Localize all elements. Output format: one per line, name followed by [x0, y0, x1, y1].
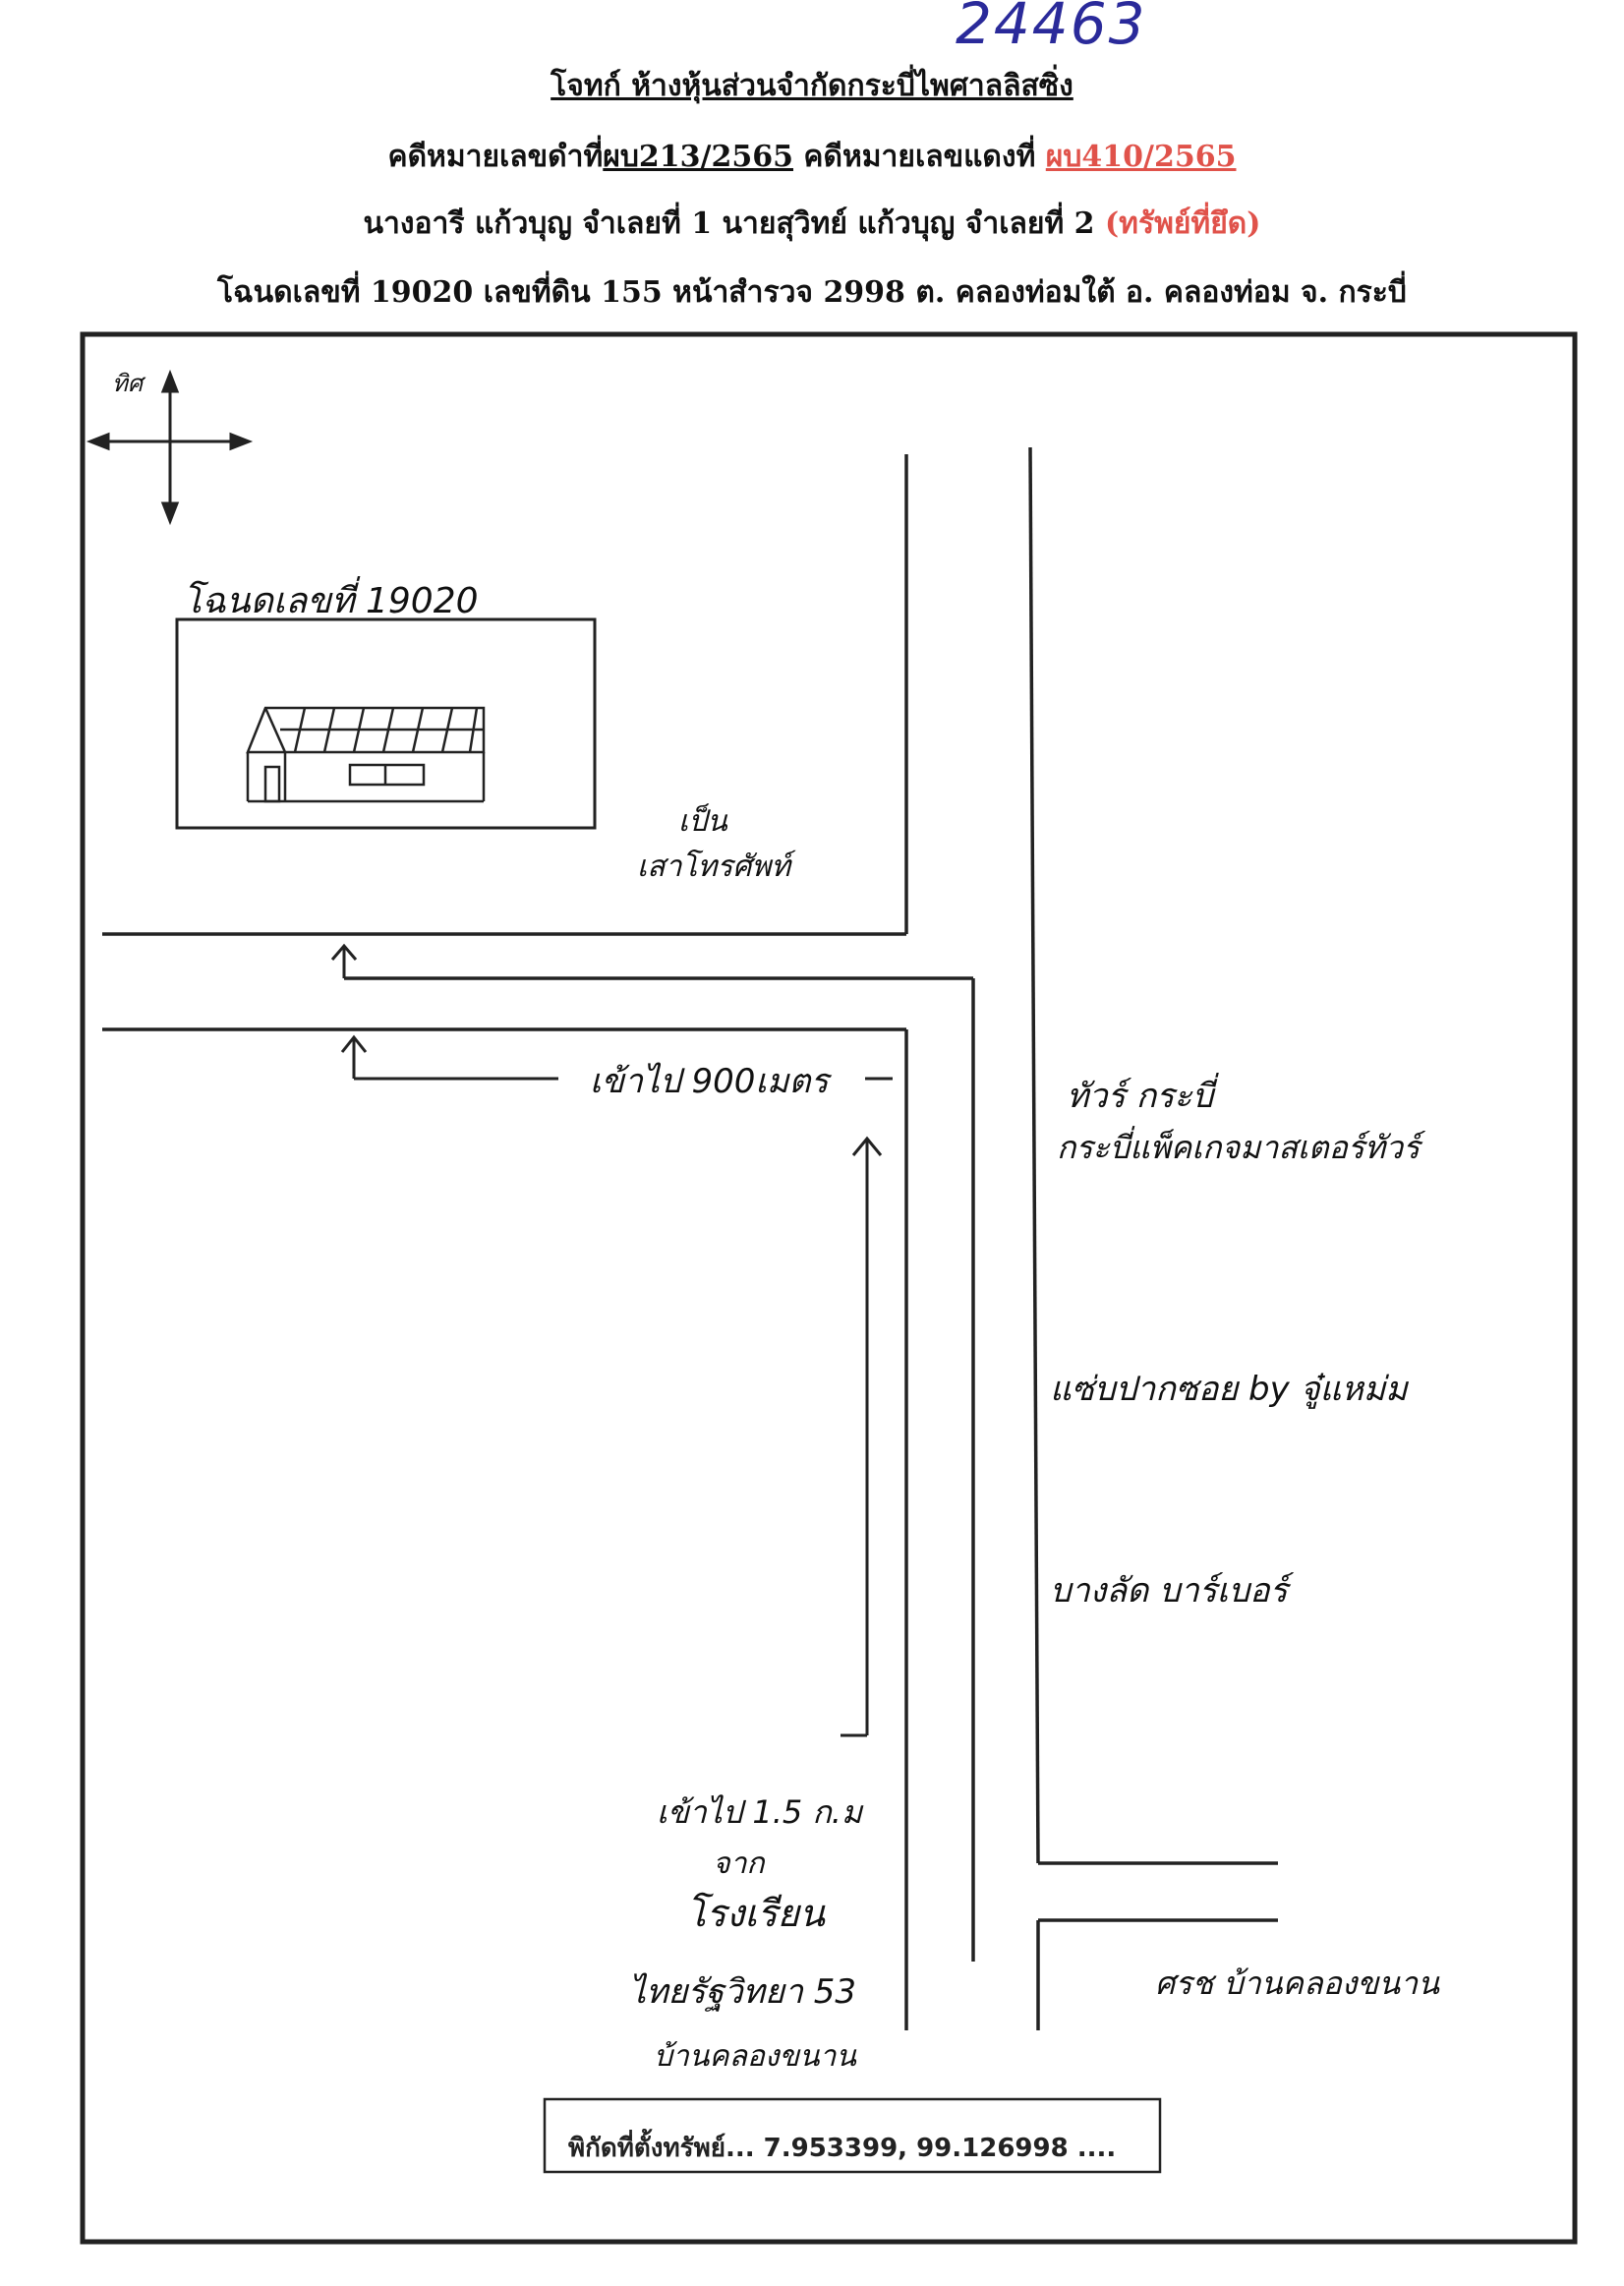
- building-icon: [246, 706, 486, 803]
- case-number-line: คดีหมายเลขดำที่ผบ213/2565 คดีหมายเลขแดงท…: [0, 134, 1624, 180]
- compass-icon: [86, 369, 254, 526]
- pole-label-line1: เป็น: [678, 804, 727, 839]
- deed-info-text: โฉนดเลขที่ 19020 เลขที่ดิน 155 หน้าสำรวจ…: [217, 275, 1407, 310]
- black-case-prefix: คดีหมายเลขดำที่: [387, 140, 604, 174]
- compass-label: ทิศ: [112, 370, 144, 397]
- landmark-barber: บางลัด บาร์เบอร์: [1050, 1571, 1288, 1611]
- plaintiff-line: โจทก์ ห้างหุ้นส่วนจำกัดกระบี่ไพศาลลิสซิ่…: [0, 63, 1624, 109]
- landmark-restaurant: แซ่บปากซอย by จู๋แหม่ม: [1050, 1370, 1408, 1409]
- red-case-prefix: คดีหมายเลขแดงที่: [792, 140, 1046, 174]
- deed-parcel-label: โฉนดเลขที่ 19020: [183, 581, 479, 621]
- red-case-number: ผบ410/2565: [1045, 140, 1237, 174]
- village-right-label: ศรช บ้านคลองขนาน: [1155, 1964, 1439, 2002]
- defendants-text: นางอารี แก้วบุญ จำเลยที่ 1 นายสุวิทย์ แก…: [363, 206, 1105, 241]
- black-case-number: ผบ213/2565: [603, 140, 793, 174]
- route-arrows: [330, 943, 893, 1737]
- map-frame: [80, 331, 1578, 2245]
- landmark-tour-company: กระบี่แพ็คเกจมาสเตอร์ทัวร์: [1057, 1129, 1421, 1166]
- defendants-line: นางอารี แก้วบุญ จำเลยที่ 1 นายสุวิทย์ แก…: [0, 201, 1624, 247]
- stamp-number: 24463: [956, 0, 1147, 57]
- landmark-tour-krabi: ทัวร์ กระบี่: [1067, 1077, 1214, 1116]
- deed-info-line: โฉนดเลขที่ 19020 เลขที่ดิน 155 หน้าสำรวจ…: [0, 269, 1624, 316]
- deed-parcel: [175, 617, 597, 830]
- plaintiff-text: โจทก์ ห้างหุ้นส่วนจำกัดกระบี่ไพศาลลิสซิ่…: [551, 69, 1073, 103]
- school-name: ไทยรัฐวิทยา 53: [629, 1972, 857, 2012]
- coordinates-text: พิกัดที่ตั้งทรัพย์... 7.953399, 99.12699…: [568, 2134, 1117, 2163]
- seized-label: (ทรัพย์ที่ยึด): [1104, 206, 1261, 241]
- enter-1-5km-label: เข้าไป 1.5 ก.ม: [657, 1793, 863, 1831]
- pole-label-line2: เสาโทรศัพท์: [637, 850, 791, 884]
- enter-900-label: เข้าไป 900เมตร: [590, 1062, 829, 1101]
- school-label: โรงเรียน: [686, 1892, 826, 1935]
- from-label: จาก: [713, 1846, 765, 1881]
- village-left-label: บ้านคลองขนาน: [654, 2039, 856, 2074]
- coordinate-box: [543, 2097, 1162, 2174]
- roads: [102, 446, 1278, 2030]
